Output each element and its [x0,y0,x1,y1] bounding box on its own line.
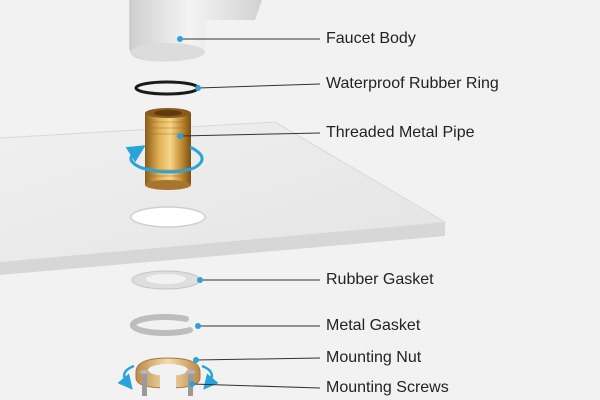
label-faucet-body: Faucet Body [326,30,416,47]
leader-metal-gasket [195,323,320,329]
leader-faucet-body [177,36,320,42]
label-rubber-gasket: Rubber Gasket [326,271,434,288]
countertop-slab [0,121,446,275]
threaded-metal-pipe-part [145,108,191,190]
pipe-rotation-arrow-icon [125,145,204,174]
leader-mounting-nut [193,357,321,363]
label-metal-gasket: Metal Gasket [326,317,421,334]
label-waterproof-ring: Waterproof Rubber Ring [326,75,499,92]
leader-rubber-gasket [197,277,320,283]
leader-waterproof-ring [195,83,321,91]
leader-mounting-screws [189,381,321,389]
rubber-gasket-part [131,270,201,290]
nut-rotation-arrow-left-icon [117,364,135,390]
label-mounting-screws: Mounting Screws [326,379,449,396]
label-threaded-pipe: Threaded Metal Pipe [326,124,475,141]
waterproof-rubber-ring-part [134,80,200,96]
label-mounting-nut: Mounting Nut [326,349,422,366]
metal-gasket-part [130,314,193,337]
countertop-hole [130,206,206,228]
mounting-nut-part [135,357,201,390]
nut-rotation-arrow-right-icon [201,364,219,390]
faucet-body-part [129,0,262,62]
leader-threaded-pipe [177,132,321,139]
